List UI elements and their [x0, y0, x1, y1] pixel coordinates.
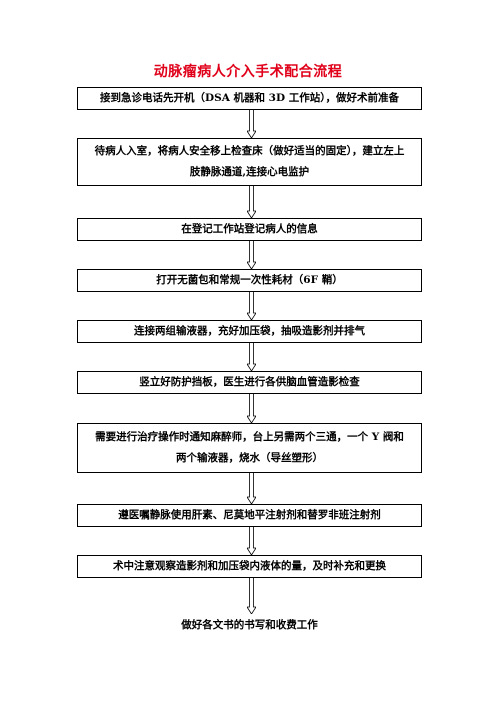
step-10-box: 做好各文书的书写和收费工作: [77, 614, 422, 637]
step-7-line2: 两个输液器，烧水（导丝塑形）: [176, 452, 323, 464]
arrow-8-icon: [247, 527, 256, 555]
step-2-line2: 肢静脉通道,连接心电监护: [189, 166, 310, 178]
step-4-box: 打开无菌包和常规一次性耗材（6F 鞘）: [77, 269, 422, 292]
arrow-7-icon: [247, 473, 256, 504]
page-title: 动脉瘤病人介入手术配合流程: [153, 64, 343, 80]
arrow-9-icon: [247, 578, 256, 614]
step-3-box: 在登记工作站登记病人的信息: [77, 218, 422, 241]
step-1-box: 接到急诊电话先开机（DSA 机器和 3D 工作站），做好术前准备: [77, 87, 422, 110]
step-6-text: 竖立好防护挡板，医生进行各供脑血管造影检查: [139, 376, 360, 388]
arrow-4-icon: [247, 292, 256, 320]
arrow-6-icon: [247, 394, 256, 423]
step-4-text: 打开无菌包和常规一次性耗材（6F 鞘）: [156, 274, 343, 286]
arrow-3-icon: [247, 241, 256, 269]
step-8-box: 遵医嘱静脉使用肝素、尼莫地平注射剂和替罗非班注射剂: [77, 504, 422, 527]
step-9-text: 术中注意观察造影剂和加压袋内液体的量，及时补充和更换: [113, 560, 386, 572]
step-8-text: 遵医嘱静脉使用肝素、尼莫地平注射剂和替罗非班注射剂: [118, 509, 381, 521]
arrow-1-icon: [247, 110, 256, 138]
step-5-box: 连接两组输液器，充好加压袋，抽吸造影剂并排气: [77, 320, 422, 343]
step-7-box: 需要进行治疗操作时通知麻醉师，台上另需两个三通，一个 Y 阀和 两个输液器，烧水…: [77, 423, 422, 473]
step-2-line1: 待病人入室，将病人安全移上检查床（做好适当的固定），建立左上: [94, 145, 405, 157]
arrow-2-icon: [247, 186, 256, 218]
step-10-text: 做好各文书的书写和收费工作: [181, 619, 318, 631]
step-6-box: 竖立好防护挡板，医生进行各供脑血管造影检查: [77, 371, 422, 394]
step-2-box: 待病人入室，将病人安全移上检查床（做好适当的固定），建立左上 肢静脉通道,连接心…: [77, 138, 422, 186]
arrow-5-icon: [247, 343, 256, 371]
step-5-text: 连接两组输液器，充好加压袋，抽吸造影剂并排气: [134, 325, 365, 337]
step-1-text: 接到急诊电话先开机（DSA 机器和 3D 工作站），做好术前准备: [100, 92, 399, 104]
step-9-box: 术中注意观察造影剂和加压袋内液体的量，及时补充和更换: [77, 555, 422, 578]
step-3-text: 在登记工作站登记病人的信息: [181, 223, 318, 235]
step-7-line1: 需要进行治疗操作时通知麻醉师，台上另需两个三通，一个 Y 阀和: [95, 431, 404, 443]
